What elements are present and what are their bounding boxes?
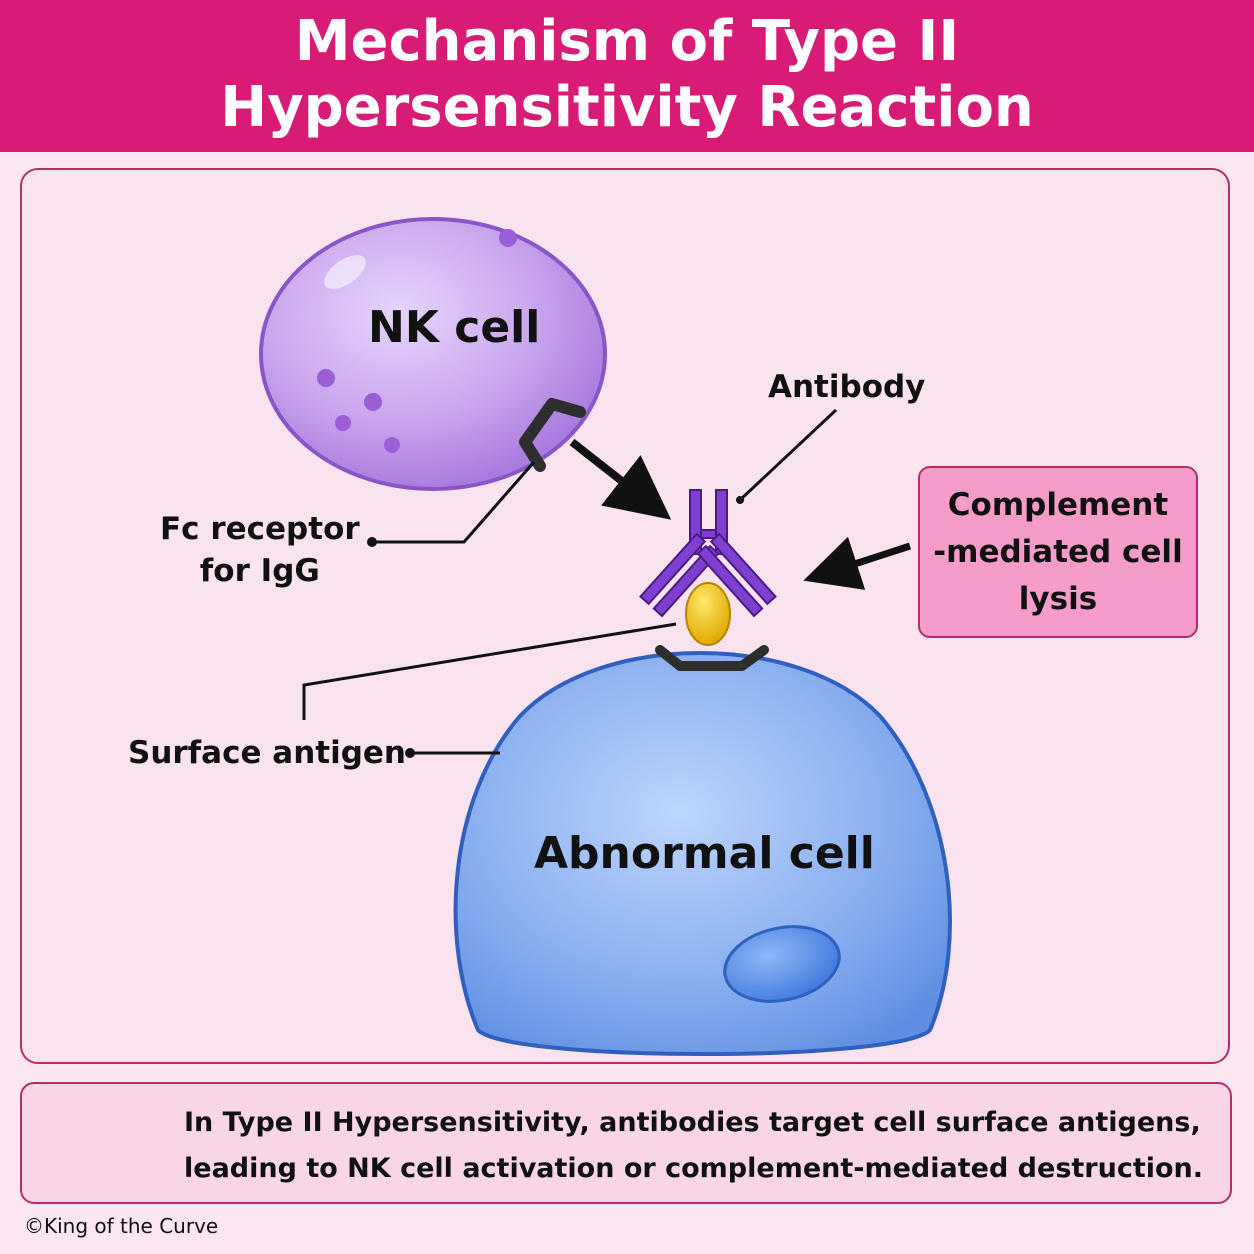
antibody-label: Antibody [768, 369, 926, 405]
fc-receptor-leader-dot [367, 537, 377, 547]
nk-cell-label: NK cell [368, 302, 541, 353]
summary-line-2: leading to NK cell activation or complem… [184, 1153, 1204, 1184]
fc-receptor-label: Fc receptor for IgG [160, 508, 360, 592]
surface-antigen-leader-dot [405, 748, 415, 758]
nk-cell [259, 217, 607, 491]
nk-to-antibody-arrow [569, 438, 672, 520]
abnormal-cell [453, 651, 952, 1056]
fc-receptor-label-line-2: for IgG [199, 553, 320, 589]
surface-antigen-shape [685, 582, 731, 646]
summary-text: In Type II Hypersensitivity, antibodies … [184, 1100, 1224, 1192]
surface-antigen-leader-upper [302, 622, 677, 720]
header-banner: Mechanism of Type II Hypersensitivity Re… [0, 0, 1254, 152]
fc-receptor-shape [519, 398, 586, 472]
antibody-leader [738, 408, 838, 502]
surface-antigen-label: Surface antigen [128, 735, 407, 771]
antigen-receptor-shape [655, 645, 769, 671]
fc-receptor-leader [372, 461, 536, 544]
page-title-line-1: Mechanism of Type II [294, 9, 960, 74]
antibody-leader-dot [736, 496, 744, 504]
page-title-line-2: Hypersensitivity Reaction [220, 75, 1034, 140]
complement-label-line-2: -mediated cell [933, 533, 1183, 570]
antibody-shape [639, 489, 777, 618]
copyright-text: ©King of the Curve [24, 1214, 219, 1238]
summary-box [20, 1082, 1232, 1204]
complement-label-line-1: Complement [947, 486, 1169, 523]
complement-to-antibody-arrow [803, 536, 912, 590]
fc-receptor-label-line-1: Fc receptor [160, 511, 360, 547]
summary-line-1: In Type II Hypersensitivity, antibodies … [184, 1107, 1201, 1138]
complement-lysis-box: Complement -mediated cell lysis [918, 466, 1198, 638]
complement-label-line-3: lysis [1018, 580, 1098, 617]
leader-lines [302, 408, 838, 755]
abnormal-cell-label: Abnormal cell [534, 828, 875, 879]
